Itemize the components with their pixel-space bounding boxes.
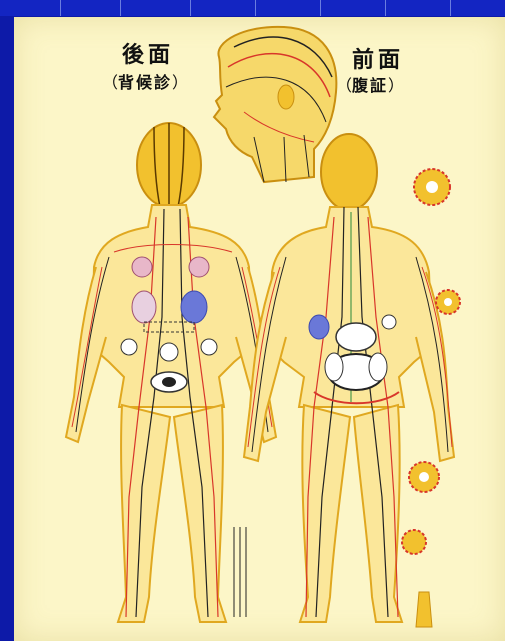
legend-lines	[234, 527, 246, 617]
back-view-figure	[66, 123, 276, 622]
acupuncture-chart-poster: 後面 （背候診） 前面 （腹証）	[14, 17, 505, 641]
open-paren: （	[336, 76, 352, 95]
front-view-subtitle-wrap: （腹証）	[336, 72, 404, 96]
head-profile-figure	[214, 27, 336, 182]
body-meridian-illustration	[14, 17, 505, 641]
back-view-subtitle-wrap: （背候診）	[102, 69, 188, 93]
front-view-subtitle: 腹証	[352, 76, 388, 95]
front-view-title: 前面	[352, 42, 404, 74]
top-frame-bar	[0, 0, 505, 16]
close-paren: ）	[172, 73, 188, 92]
close-paren: ）	[388, 76, 404, 95]
back-view-title: 後面	[122, 37, 174, 69]
back-view-subtitle: 背候診	[118, 73, 172, 92]
open-paren: （	[102, 73, 118, 92]
